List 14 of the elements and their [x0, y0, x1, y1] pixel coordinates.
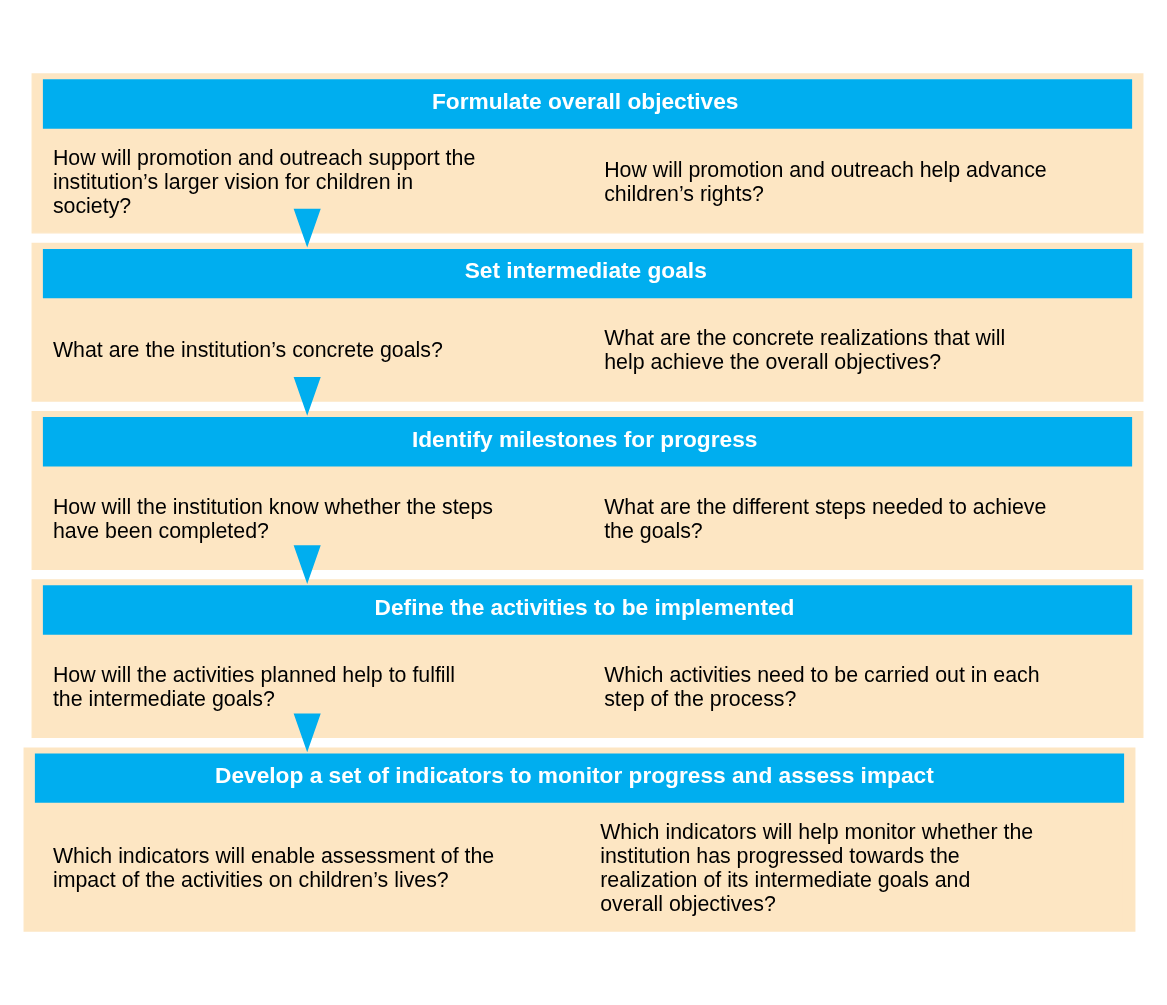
arrow [293, 377, 321, 416]
node-text: Which indicators will help monitor whether the institution has progressed towards the realization of its intermediate goals and overall objectives? [600, 819, 1034, 916]
arrow [293, 713, 321, 753]
node-text: What are the institution’s concrete goals? [52, 338, 443, 363]
node-text: Which activities need to be carried out in each step of the process? [604, 662, 1040, 711]
arrow [293, 545, 321, 584]
node-text: What are the different steps needed to achieve the goals? [604, 494, 1047, 543]
node-text: How will promotion and outreach support the institution’s larger vision for children in society? [52, 145, 476, 218]
arrow [293, 208, 321, 248]
node-text: What are the concrete realizations that will help achieve the overall objectives? [604, 326, 1006, 375]
node-text: Which indicators will enable assessment of the impact of the activities on children’s lives? [52, 843, 495, 892]
node-text: How will promotion and outreach help advance children’s rights? [604, 157, 1047, 206]
node-text: How will the activities planned help to fulfill the intermediate goals? [52, 662, 456, 711]
node-text: How will the institution know whether the steps have been completed? [52, 494, 494, 543]
